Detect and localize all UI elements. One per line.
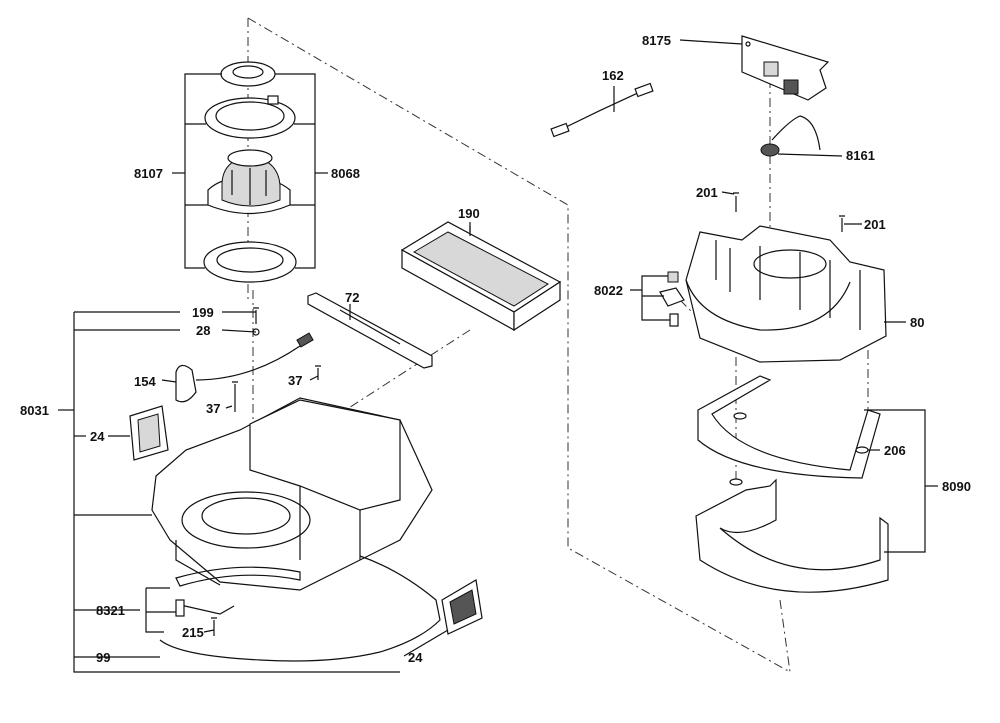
power-cable [175, 332, 314, 403]
label-99: 99 [96, 650, 110, 665]
latch-clip-upper [129, 405, 169, 461]
label-24-lower: 24 [408, 650, 423, 665]
label-8321: 8321 [96, 603, 125, 618]
label-8107: 8107 [134, 166, 163, 181]
filter-cartridge [400, 221, 562, 332]
top-seal-ring [220, 61, 276, 87]
mounting-bracket [307, 292, 433, 369]
label-162: 162 [602, 68, 624, 83]
latch-clip-lower [441, 579, 483, 635]
cable-harness [550, 82, 654, 138]
gasket-set [697, 375, 881, 486]
label-199: 199 [192, 305, 214, 320]
label-24-upper: 24 [90, 429, 105, 444]
bottom-seal-ring [203, 241, 297, 283]
motor [207, 149, 291, 215]
label-190: 190 [458, 206, 480, 221]
label-8068: 8068 [331, 166, 360, 181]
label-201-left: 201 [696, 185, 718, 200]
switch-board [741, 35, 830, 101]
label-80: 80 [910, 315, 924, 330]
label-8031: 8031 [20, 403, 49, 418]
bottom-shell-guard [695, 478, 889, 593]
label-201-right: 201 [864, 217, 886, 232]
handle-and-seal [159, 555, 441, 662]
leader-lines [108, 39, 938, 657]
left-callout-brackets [58, 311, 400, 673]
label-8161: 8161 [846, 148, 875, 163]
label-215: 215 [182, 625, 204, 640]
screws [211, 192, 845, 636]
top-housing [685, 225, 887, 363]
lower-housing [151, 397, 433, 591]
label-28: 28 [196, 323, 210, 338]
label-37-right: 37 [288, 373, 302, 388]
motor-ring [204, 95, 296, 139]
label-8090: 8090 [942, 479, 971, 494]
latch-parts [659, 271, 685, 327]
label-154: 154 [134, 374, 156, 389]
label-8022: 8022 [594, 283, 623, 298]
label-72: 72 [345, 290, 359, 305]
sensor [760, 115, 821, 157]
motor-stack [172, 61, 328, 283]
label-8175: 8175 [642, 33, 671, 48]
label-206: 206 [884, 443, 906, 458]
part-labels: 8107 8068 190 162 8175 8161 201 201 8022… [20, 33, 971, 665]
label-37-left: 37 [206, 401, 220, 416]
